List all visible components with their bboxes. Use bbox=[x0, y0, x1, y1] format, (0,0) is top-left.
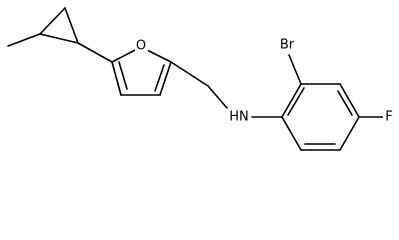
methylcyclopropyl-group bbox=[7, 7, 79, 47]
fluorine-label: F bbox=[385, 110, 392, 125]
furan-ring bbox=[77, 42, 172, 96]
bond-ch2-to-n bbox=[207, 85, 228, 109]
bond-methyl bbox=[7, 33, 41, 47]
bond-cyclopropyl-c bbox=[39, 33, 79, 44]
atom-labels: O HN Br F bbox=[135, 37, 395, 125]
linker bbox=[170, 61, 283, 118]
fluorine-label-bg bbox=[383, 109, 395, 125]
oxygen-label: O bbox=[136, 39, 146, 54]
amine-label: HN bbox=[229, 110, 249, 125]
bond-furan-c4-c5-double bbox=[118, 61, 128, 90]
bond-ring-c4-c5 bbox=[339, 116, 360, 151]
bond-to-bromine bbox=[288, 54, 302, 85]
bond-cyclopropyl-b bbox=[64, 7, 79, 44]
bond-ring-c3-c4 bbox=[339, 83, 360, 118]
bond-furan-to-ch2 bbox=[170, 61, 209, 87]
bond-cyclopropyl-a bbox=[39, 7, 66, 35]
bond-furan-c2-c3-double bbox=[154, 64, 165, 92]
bond-ring-c3-c4-double bbox=[337, 90, 353, 116]
bond-ring-c1-c2 bbox=[281, 83, 302, 118]
bond-furan-c2-c3 bbox=[159, 61, 172, 96]
bromine-label: Br bbox=[280, 38, 295, 53]
molecule-structure: O HN Br F bbox=[7, 7, 395, 151]
amine-label-bg bbox=[227, 109, 251, 125]
bond-ring-c1-c2-double bbox=[287, 87, 305, 116]
bond-ring-c6-c1 bbox=[281, 116, 302, 151]
fluorobromophenyl-ring bbox=[281, 54, 384, 151]
bond-furan-c4-c5 bbox=[111, 61, 122, 96]
bond-cp-to-furan bbox=[77, 42, 113, 63]
oxygen-label-bg bbox=[135, 39, 148, 55]
bromine-label-bg bbox=[276, 37, 298, 53]
